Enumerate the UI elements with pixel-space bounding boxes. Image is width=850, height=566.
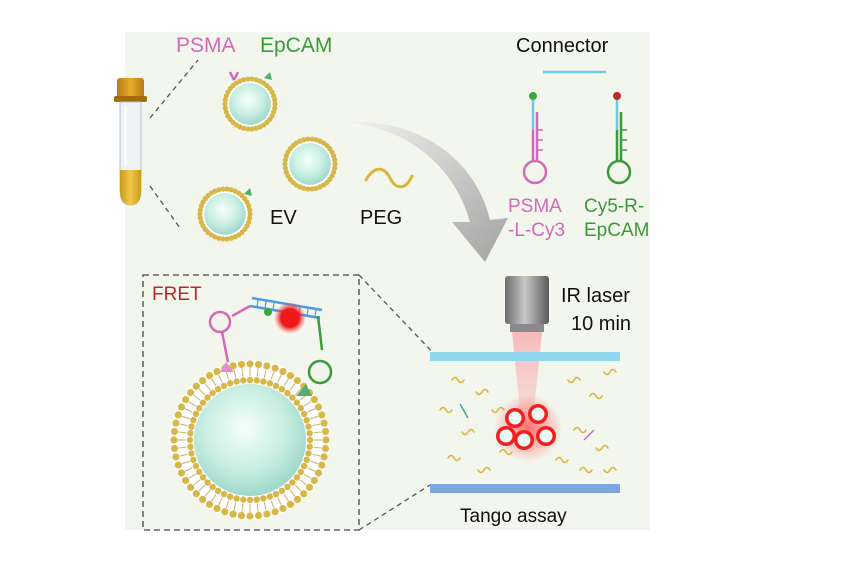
fret-inset-box — [142, 274, 360, 531]
peg-chain — [573, 426, 587, 434]
peg-chain — [603, 466, 617, 474]
epcam-probe-label-line2: EpCAM — [584, 220, 649, 241]
peg-chain — [595, 444, 609, 452]
peg-chain — [477, 466, 491, 474]
peg-chain — [603, 368, 617, 376]
process-arrow — [345, 121, 508, 262]
zoom-line-upper — [149, 59, 199, 119]
epcam-receptor-icon — [244, 72, 272, 196]
peg-chain — [555, 456, 569, 464]
peg-chain — [567, 376, 581, 384]
ev-vesicle — [282, 136, 338, 192]
connector-label: Connector — [516, 35, 609, 57]
epcam-label: EpCAM — [260, 34, 332, 57]
chamber-bottom-slide — [430, 484, 620, 493]
tango-assay-label: Tango assay — [460, 506, 567, 527]
chamber-top-slide — [430, 352, 620, 361]
peg-icon — [364, 167, 414, 189]
ev-cluster-icon — [494, 394, 562, 462]
peg-chain — [451, 376, 465, 384]
ev-vesicle — [197, 186, 253, 242]
peg-chain — [589, 392, 603, 400]
epcam-probe-icon — [606, 92, 632, 185]
peg-chain — [461, 428, 475, 436]
ev-vesicle — [222, 76, 278, 132]
peg-label: PEG — [360, 207, 402, 229]
ir-laser-objective-icon — [505, 276, 549, 410]
epcam-probe-label-line1: Cy5-R- — [584, 196, 644, 217]
large-vesicle-icon — [170, 360, 330, 520]
ir-laser-label-line2: 10 min — [571, 313, 631, 335]
peg-squiggles — [439, 368, 617, 474]
psma-receptor-icon — [228, 71, 240, 81]
peg-chain — [439, 406, 453, 414]
peg-chain — [475, 388, 489, 396]
fret-label: FRET — [152, 284, 202, 305]
psma-probe-label-line2: -L-Cy3 — [508, 220, 565, 241]
peg-chain — [447, 454, 461, 462]
psma-label: PSMA — [176, 34, 236, 57]
psma-probe-label-line1: PSMA — [508, 196, 562, 217]
peg-chain — [579, 466, 593, 474]
ev-label: EV — [270, 207, 297, 229]
zoom-line-top — [358, 274, 441, 361]
ev-vesicles — [197, 76, 338, 242]
ir-laser-label-line1: IR laser — [561, 285, 630, 307]
fret-complex-icon — [208, 296, 333, 396]
sample-tube-icon — [114, 78, 147, 206]
psma-probe-icon — [522, 92, 548, 185]
